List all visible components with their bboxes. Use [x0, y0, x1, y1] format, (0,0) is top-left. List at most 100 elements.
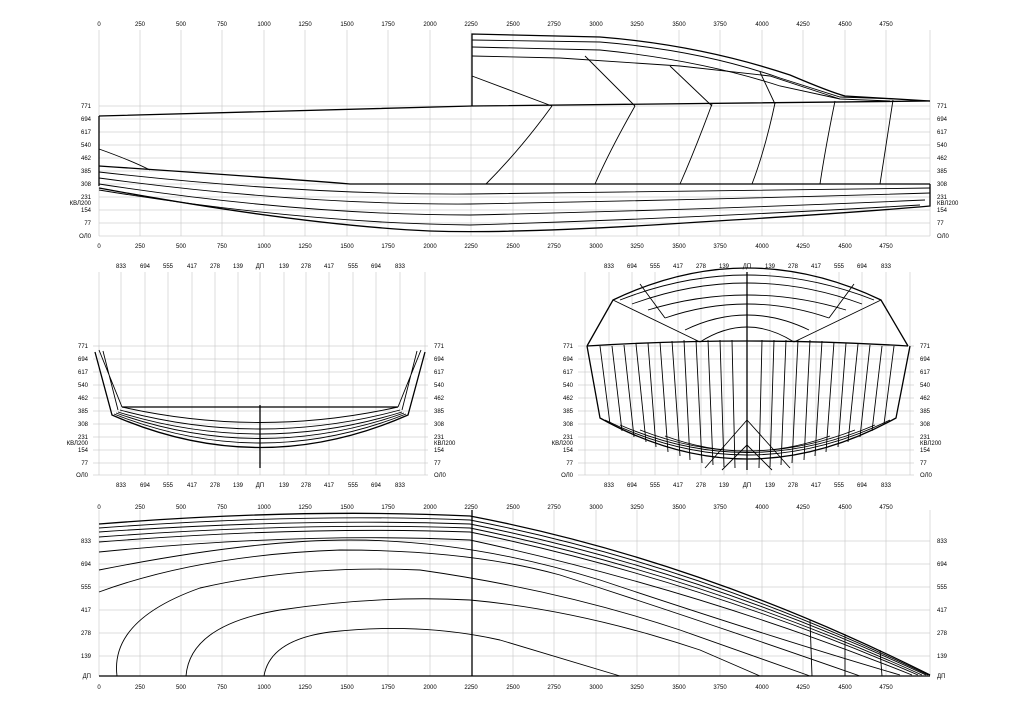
- plan-waterline-4: [98, 529, 919, 676]
- plan-tick-top-13: 3250: [630, 505, 644, 511]
- profile-waterline-1: [98, 171, 931, 195]
- profile-tick-bottom-7: 1750: [381, 244, 395, 250]
- plan-waterline-6: [98, 539, 901, 676]
- bpr-tick-right-0: 771: [920, 344, 931, 350]
- plan-tick-bottom-11: 2750: [547, 685, 561, 691]
- plan-tick-bottom-9: 2250: [464, 685, 478, 691]
- plan-tick-bottom-3: 750: [217, 685, 228, 691]
- plan-tick-top-3: 750: [217, 505, 228, 511]
- profile-tick-left-8: КВЛ200: [70, 201, 92, 207]
- bpr-tick-bottom-6: ДП: [743, 483, 751, 489]
- body-plan-left-top-tick-labels: 833 694 555 417 278 139 ДП 139 278 417 5…: [116, 264, 406, 270]
- plan-tick-right-0: 833: [937, 539, 948, 545]
- bpl-tick-bottom-3: 417: [187, 483, 198, 489]
- plan-waterline-8: [116, 568, 811, 677]
- bpr-tick-right-1: 694: [920, 357, 931, 363]
- bpl-tick-right-8: КВЛ200: [434, 441, 456, 447]
- bpr-tick-top-5: 139: [719, 264, 730, 270]
- bpl-tick-left-7: 231: [78, 435, 89, 441]
- bpr-tick-top-8: 278: [788, 264, 799, 270]
- bpr-deckhouse-arc-1: [619, 274, 875, 311]
- plan-tick-top-1: 250: [135, 505, 146, 511]
- profile-tick-top-17: 4250: [796, 22, 810, 28]
- bpr-tick-top-10: 555: [834, 264, 845, 270]
- plan-hull-lines: [98, 510, 931, 677]
- bpl-section-3: [117, 411, 403, 435]
- bpr-tick-top-6: ДП: [743, 264, 751, 270]
- plan-tick-left-2: 555: [81, 585, 92, 591]
- bpr-outer-hull: [586, 345, 911, 460]
- bpl-tick-left-10: 77: [81, 461, 88, 467]
- bpl-tick-left-5: 385: [78, 409, 89, 415]
- profile-tick-bottom-19: 4750: [879, 244, 893, 250]
- bpl-tick-left-3: 540: [78, 383, 89, 389]
- bpr-tick-left-2: 617: [563, 370, 574, 376]
- plan-tick-right-5: 139: [937, 654, 948, 660]
- bpl-tick-left-1: 694: [78, 357, 89, 363]
- body-plan-right-top-tick-labels: 833 694 555 417 278 139 ДП 139 278 417 5…: [604, 264, 892, 270]
- body-plan-right-left-tick-labels: 771 694 617 540 462 385 308 231 КВЛ200 1…: [552, 344, 574, 479]
- plan-tick-left-4: 278: [81, 631, 92, 637]
- profile-buttock-2: [471, 46, 891, 102]
- profile-right-tick-labels: 771 694 617 540 462 385 308 231 КВЛ200 1…: [937, 104, 959, 240]
- profile-waterline-3: [98, 183, 926, 216]
- profile-tick-top-7: 1750: [381, 22, 395, 28]
- plan-tick-bottom-16: 4000: [755, 685, 769, 691]
- profile-tick-left-9: 154: [81, 208, 92, 214]
- profile-tick-left-2: 617: [81, 130, 92, 136]
- body-plan-left-right-tick-labels: 771 694 617 540 462 385 308 231 КВЛ200 1…: [434, 344, 456, 479]
- body-plan-right-right-tick-labels: 771 694 617 540 462 385 308 231 КВЛ200 1…: [920, 344, 942, 479]
- profile-tick-bottom-2: 500: [176, 244, 187, 250]
- bpr-tick-right-5: 385: [920, 409, 931, 415]
- plan-tick-bottom-2: 500: [176, 685, 187, 691]
- body-plan-right-grid: [578, 272, 914, 476]
- body-plan-right-view: 833 694 555 417 278 139 ДП 139 278 417 5…: [552, 264, 942, 489]
- plan-tick-top-18: 4500: [838, 505, 852, 511]
- bpr-tick-bottom-4: 278: [696, 483, 707, 489]
- profile-station-s4: [751, 102, 776, 185]
- bpl-tick-top-8: 278: [301, 264, 312, 270]
- bpr-tick-right-3: 540: [920, 383, 931, 389]
- bpr-tick-bottom-10: 555: [834, 483, 845, 489]
- bpr-tick-top-2: 555: [650, 264, 661, 270]
- bpl-tick-bottom-6: ДП: [256, 483, 264, 489]
- profile-tick-left-6: 308: [81, 182, 92, 188]
- profile-tick-top-16: 4000: [755, 22, 769, 28]
- bpl-section-2: [119, 409, 401, 430]
- plan-tick-bottom-8: 2000: [423, 685, 437, 691]
- bpr-tick-left-11: ОЛ0: [561, 473, 574, 479]
- profile-tick-left-1: 694: [81, 117, 92, 123]
- bpr-tick-bottom-5: 139: [719, 483, 730, 489]
- profile-tick-left-4: 462: [81, 156, 92, 162]
- body-plan-right-sections: [586, 267, 911, 471]
- profile-wheelhouse: [471, 33, 931, 106]
- plan-tick-top-4: 1000: [257, 505, 271, 511]
- body-plan-left-sections: [94, 349, 426, 468]
- profile-station-s6: [879, 99, 894, 185]
- bpl-tick-top-7: 139: [279, 264, 290, 270]
- bpr-tick-top-9: 417: [811, 264, 822, 270]
- bpr-station-verticals: [599, 339, 895, 469]
- bpl-tick-top-3: 417: [187, 264, 198, 270]
- plan-tick-bottom-4: 1000: [257, 685, 271, 691]
- plan-tick-top-11: 2750: [547, 505, 561, 511]
- bpr-tick-left-6: 308: [563, 422, 574, 428]
- plan-tick-bottom-1: 250: [135, 685, 146, 691]
- bpl-tick-bottom-5: 139: [233, 483, 244, 489]
- bpl-tick-bottom-10: 555: [348, 483, 359, 489]
- profile-buttock-5: [584, 55, 636, 107]
- bpl-tick-right-7: 231: [434, 435, 445, 441]
- profile-tick-bottom-16: 4000: [755, 244, 769, 250]
- profile-tick-top-19: 4750: [879, 22, 893, 28]
- plan-grid: [98, 510, 931, 676]
- plan-tick-bottom-7: 1750: [381, 685, 395, 691]
- plan-tick-top-5: 1250: [298, 505, 312, 511]
- profile-tick-top-4: 1000: [257, 22, 271, 28]
- bpl-tick-top-6: ДП: [256, 264, 264, 270]
- profile-top-tick-labels: 0 250 500 750 1000 1250 1500 1750 2000 2…: [97, 22, 893, 28]
- bpl-tick-bottom-2: 555: [163, 483, 174, 489]
- profile-tick-right-1: 694: [937, 117, 948, 123]
- profile-tick-bottom-13: 3250: [630, 244, 644, 250]
- bpl-tick-left-2: 617: [78, 370, 89, 376]
- profile-waterline-2: [98, 177, 931, 205]
